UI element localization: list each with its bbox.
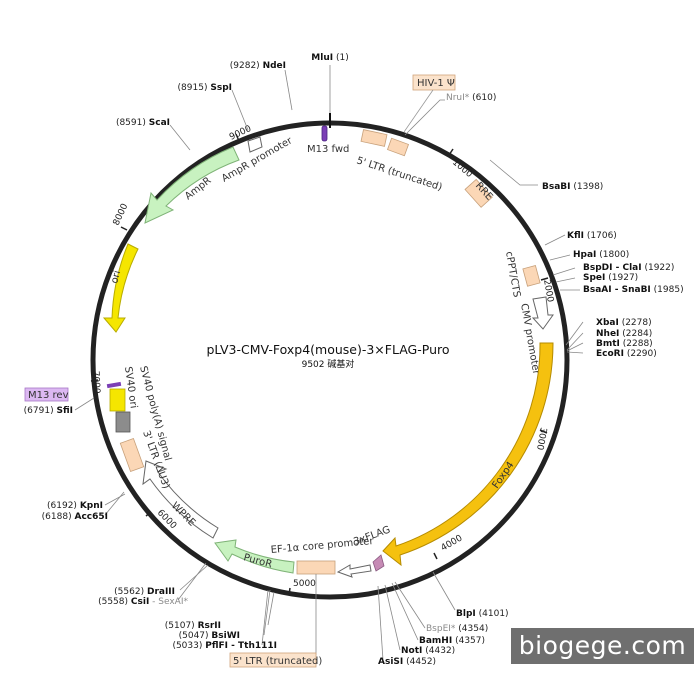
plasmid-title: pLV3-CMV-Foxp4(mouse)-3×FLAG-Puro [206, 342, 449, 357]
m13-fwd-marker[interactable] [321, 125, 328, 142]
site-spei[interactable]: SpeI (1927) [583, 273, 638, 283]
puror-arrow[interactable] [214, 539, 295, 574]
site-bsabi[interactable]: BsaBI (1398) [542, 182, 603, 192]
site-scai[interactable]: (8591) ScaI [116, 118, 170, 128]
cppt-box[interactable] [522, 265, 541, 287]
site-hpai[interactable]: HpaI (1800) [573, 250, 629, 260]
site-blpi[interactable]: BlpI (4101) [456, 609, 509, 619]
hiv-psi-leader [403, 89, 434, 133]
site-noti[interactable]: NotI (4432) [401, 646, 455, 656]
site-nrui[interactable]: NruI* (610) [446, 93, 496, 103]
foxp4-label: Foxp4 [490, 460, 516, 491]
rre-box[interactable] [464, 178, 493, 208]
ltr5-bottom-label-box [229, 652, 317, 668]
site-acc65i[interactable]: (6188) Acc65I [42, 512, 108, 522]
ltr3-box[interactable] [119, 437, 145, 473]
hiv-psi-box [412, 74, 456, 91]
m13-rev-marker[interactable] [106, 381, 122, 389]
site-sspi[interactable]: (8915) SspI [178, 83, 232, 93]
flag-marker[interactable] [372, 554, 385, 572]
plasmid-size: 9502 碱基对 [302, 358, 355, 370]
site-bsaai-snabi[interactable]: BsaAI - SnaBI (1985) [583, 285, 684, 295]
site-asisi[interactable]: AsiSI (4452) [378, 657, 436, 667]
site-pflfi-tth111i[interactable]: (5033) PflFI - Tth111I [172, 641, 277, 651]
site-csii-sexai[interactable]: (5558) CsiI - SexAI* [98, 597, 188, 607]
sv40-ori-box[interactable] [115, 411, 131, 433]
tick-4000: 4000 [440, 533, 465, 553]
wpre-arrow[interactable] [142, 460, 219, 539]
cppt-label: cPPT/CTS [503, 251, 522, 299]
watermark-logo: biogege.com [511, 628, 694, 664]
site-sfii[interactable]: (6791) SfiI [24, 406, 73, 416]
ltr5-bottom-label: 5' LTR (truncated) [233, 656, 322, 667]
ori-label: ori [109, 269, 123, 284]
ltr5-top-box-a[interactable] [360, 129, 388, 147]
site-bamhi[interactable]: BamHI (4357) [419, 636, 485, 646]
site-nhei[interactable]: NheI (2284) [596, 329, 652, 339]
ltr5-bottom-box[interactable] [296, 560, 336, 575]
m13-rev-label: M13 rev [28, 390, 69, 401]
site-bspdi-clai[interactable]: BspDI - ClaI (1922) [583, 263, 674, 273]
hiv-psi-label: HIV-1 Ψ [417, 78, 455, 89]
ef1a-label: EF-1α core promoter [270, 536, 375, 556]
site-draiii[interactable]: (5562) DraIII [114, 587, 175, 597]
tick-8000: 8000 [112, 202, 131, 227]
tick-5000: 5000 [293, 579, 316, 589]
cmv-promoter-arrow[interactable] [531, 296, 554, 330]
site-ndei[interactable]: (9282) NdeI [230, 61, 286, 71]
site-kpni[interactable]: (6192) KpnI [47, 501, 103, 511]
ori-arrow[interactable] [102, 243, 139, 333]
ampr-promoter-arrow[interactable] [247, 136, 263, 153]
ampr-arrow[interactable] [144, 146, 240, 224]
site-bsiwi[interactable]: (5047) BsiWI [179, 631, 240, 641]
puror-label: PuroR [242, 552, 273, 570]
ltr5-top-box-b[interactable] [386, 137, 410, 157]
site-xbai[interactable]: XbaI (2278) [596, 318, 652, 328]
ef1a-arrow[interactable] [336, 564, 372, 578]
site-ecori[interactable]: EcoRI (2290) [596, 349, 657, 359]
tick-7000: 7000 [90, 371, 101, 395]
site-rsrii[interactable]: (5107) RsrII [165, 621, 221, 631]
tick-marks [90, 133, 549, 596]
site-leaders [74, 65, 584, 661]
foxp4-arrow[interactable] [382, 342, 554, 567]
site-kfli[interactable]: KflI (1706) [567, 231, 617, 241]
site-bmti[interactable]: BmtI (2288) [596, 339, 653, 349]
m13-fwd-label: M13 fwd [307, 144, 349, 155]
m13-rev-box [24, 387, 69, 402]
sv40-polya-box[interactable] [109, 388, 126, 412]
site-mlui[interactable]: MluI (1) [311, 53, 348, 63]
ltr5-top-label: 5' LTR (truncated) [355, 155, 443, 193]
site-bspei[interactable]: BspEI* (4354) [426, 624, 488, 634]
